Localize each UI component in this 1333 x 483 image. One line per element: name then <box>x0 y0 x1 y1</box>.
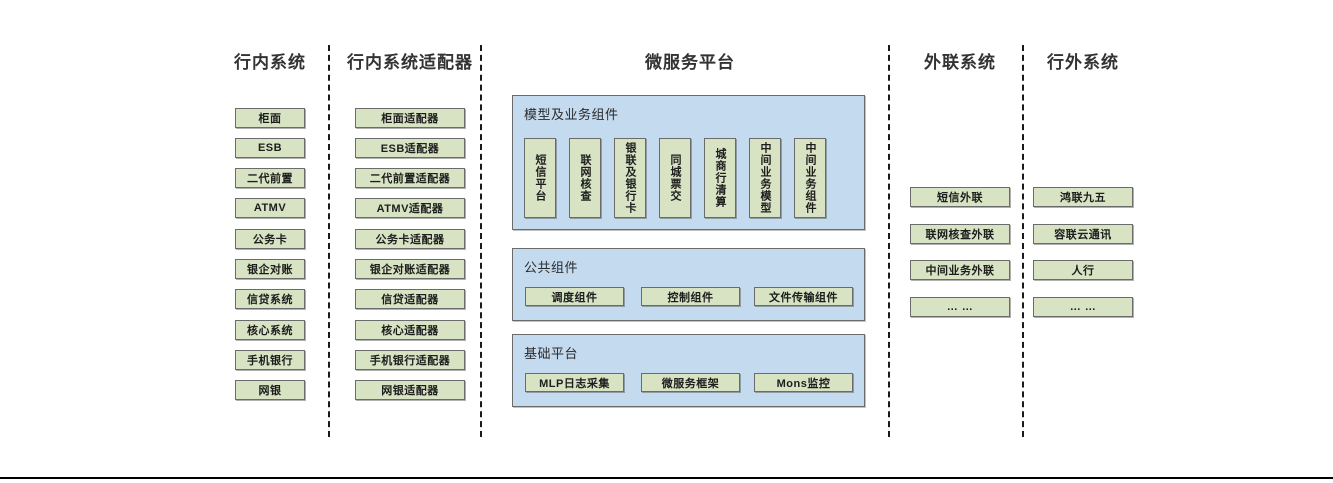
node-inner-system[interactable]: 信贷系统 <box>235 289 305 309</box>
node-public-component[interactable]: 调度组件 <box>525 287 624 306</box>
node-inner-adapter[interactable]: 银企对账适配器 <box>355 259 465 279</box>
node-inner-system[interactable]: ATMV <box>235 198 305 218</box>
node-model-component[interactable]: 短信平台 <box>524 138 556 218</box>
node-inner-adapter[interactable]: 二代前置适配器 <box>355 168 465 188</box>
node-inner-system[interactable]: 网银 <box>235 380 305 400</box>
bottom-divider-rule <box>0 477 1333 479</box>
panel-label-public-components: 公共组件 <box>524 260 579 275</box>
node-public-component[interactable]: 文件传输组件 <box>754 287 853 306</box>
node-inner-system[interactable]: 公务卡 <box>235 229 305 249</box>
node-public-component[interactable]: 控制组件 <box>641 287 740 306</box>
node-model-component[interactable]: 联网核查 <box>569 138 601 218</box>
node-inner-system[interactable]: ESB <box>235 138 305 158</box>
node-outer-system[interactable]: … … <box>1033 297 1133 317</box>
node-base-platform-component[interactable]: MLP日志采集 <box>525 373 624 392</box>
node-inner-adapter[interactable]: 信贷适配器 <box>355 289 465 309</box>
node-inner-adapter[interactable]: ATMV适配器 <box>355 198 465 218</box>
node-external-link-system[interactable]: 联网核查外联 <box>910 224 1010 244</box>
node-external-link-system[interactable]: 短信外联 <box>910 187 1010 207</box>
node-base-platform-component[interactable]: Mons监控 <box>754 373 853 392</box>
node-outer-system[interactable]: 容联云通讯 <box>1033 224 1133 244</box>
node-inner-system[interactable]: 二代前置 <box>235 168 305 188</box>
panel-base-platform <box>512 334 865 407</box>
panel-label-model-business-components: 模型及业务组件 <box>524 107 619 122</box>
node-inner-adapter[interactable]: 核心适配器 <box>355 320 465 340</box>
node-external-link-system[interactable]: 中间业务外联 <box>910 260 1010 280</box>
column-title-inner-adapters: 行内系统适配器 <box>347 53 473 72</box>
node-inner-system[interactable]: 银企对账 <box>235 259 305 279</box>
node-inner-system[interactable]: 核心系统 <box>235 320 305 340</box>
divider-1 <box>328 45 330 437</box>
node-base-platform-component[interactable]: 微服务框架 <box>641 373 740 392</box>
node-inner-system[interactable]: 柜面 <box>235 108 305 128</box>
divider-3 <box>888 45 890 437</box>
node-model-component[interactable]: 中间业务组件 <box>794 138 826 218</box>
node-inner-system[interactable]: 手机银行 <box>235 350 305 370</box>
node-model-component[interactable]: 同城票交 <box>659 138 691 218</box>
divider-2 <box>480 45 482 437</box>
node-inner-adapter[interactable]: 柜面适配器 <box>355 108 465 128</box>
column-title-outer-systems: 行外系统 <box>1047 53 1119 72</box>
node-outer-system[interactable]: 鸿联九五 <box>1033 187 1133 207</box>
node-external-link-system[interactable]: … … <box>910 297 1010 317</box>
panel-label-base-platform: 基础平台 <box>524 346 579 361</box>
column-title-microservice-platform: 微服务平台 <box>645 53 735 72</box>
column-title-external-link-systems: 外联系统 <box>924 53 996 72</box>
node-model-component[interactable]: 中间业务模型 <box>749 138 781 218</box>
node-inner-adapter[interactable]: 网银适配器 <box>355 380 465 400</box>
node-outer-system[interactable]: 人行 <box>1033 260 1133 280</box>
panel-public-components <box>512 248 865 321</box>
column-title-inner-systems: 行内系统 <box>234 53 306 72</box>
divider-4 <box>1022 45 1024 437</box>
node-inner-adapter[interactable]: 公务卡适配器 <box>355 229 465 249</box>
node-inner-adapter[interactable]: ESB适配器 <box>355 138 465 158</box>
node-model-component[interactable]: 银联及银行卡 <box>614 138 646 218</box>
node-model-component[interactable]: 城商行清算 <box>704 138 736 218</box>
node-inner-adapter[interactable]: 手机银行适配器 <box>355 350 465 370</box>
